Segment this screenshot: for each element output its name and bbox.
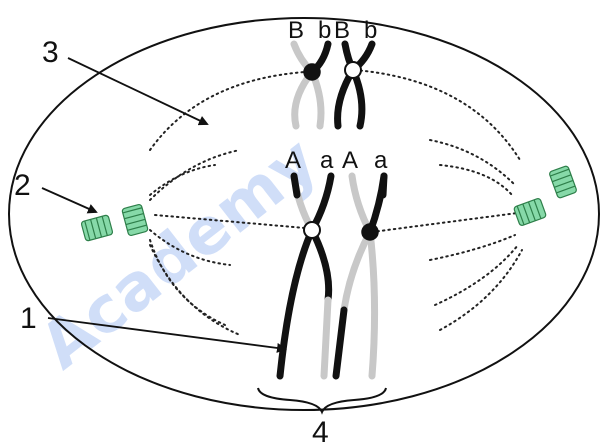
brace bbox=[257, 387, 387, 415]
spindle-fiber bbox=[439, 164, 513, 196]
chromatid bbox=[320, 296, 332, 380]
spindle-fiber bbox=[149, 229, 231, 266]
centromere-white bbox=[303, 221, 321, 239]
spindle-fiber bbox=[149, 244, 241, 336]
chromatid bbox=[276, 226, 316, 380]
allele-label: B bbox=[288, 17, 304, 44]
chromatid bbox=[366, 228, 379, 380]
pointer-arrow-1 bbox=[47, 317, 287, 353]
allele-label: A bbox=[285, 147, 301, 174]
spindle-fibers bbox=[149, 69, 526, 336]
spindle-fiber bbox=[371, 211, 526, 233]
chromatid bbox=[308, 226, 333, 304]
label-4: 4 bbox=[312, 416, 329, 445]
chromatid bbox=[348, 172, 374, 236]
spindle-fiber bbox=[434, 244, 519, 306]
centriole-right bbox=[513, 165, 577, 226]
chromatid bbox=[332, 306, 348, 380]
chromatid bbox=[340, 228, 374, 314]
chromatid bbox=[379, 172, 388, 199]
spindle-fiber bbox=[149, 164, 216, 196]
allele-label: b bbox=[364, 17, 377, 44]
spindle-fiber bbox=[149, 239, 226, 326]
spindle-fiber bbox=[439, 249, 523, 331]
chromosome-pair-upper bbox=[290, 40, 376, 130]
pointer-arrow-3 bbox=[67, 57, 209, 126]
spindle-fiber bbox=[354, 69, 521, 161]
pointer-arrow-2 bbox=[41, 187, 98, 214]
cell-membrane bbox=[8, 17, 600, 411]
centromere-black bbox=[303, 63, 321, 81]
chromatid bbox=[290, 172, 301, 199]
spindle-fiber bbox=[149, 71, 306, 151]
allele-label: b bbox=[318, 17, 331, 44]
centromere-black bbox=[361, 223, 379, 241]
chromatid bbox=[290, 40, 317, 130]
allele-label: B bbox=[334, 17, 350, 44]
centromere-white bbox=[344, 61, 362, 79]
spindle-fiber bbox=[149, 149, 241, 201]
allele-label: A bbox=[342, 147, 358, 174]
centriole-left bbox=[80, 203, 149, 242]
label-2: 2 bbox=[14, 169, 31, 202]
chromatid bbox=[334, 40, 357, 130]
label-3: 3 bbox=[42, 36, 59, 69]
allele-label: a bbox=[374, 147, 388, 174]
spindle-fiber bbox=[429, 139, 516, 186]
spindle-fiber bbox=[429, 234, 516, 261]
label-1: 1 bbox=[20, 302, 37, 335]
allele-label: a bbox=[320, 147, 334, 174]
